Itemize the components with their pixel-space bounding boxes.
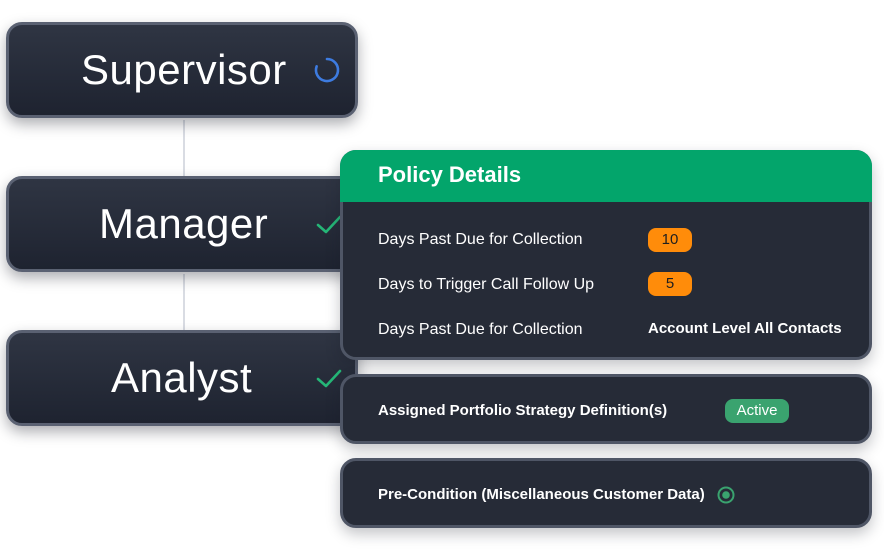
role-label-supervisor: Supervisor [81,46,287,93]
role-card-analyst[interactable]: Analyst [6,330,358,426]
policy-row-label: Days to Trigger Call Follow Up [378,276,595,293]
connector-line [183,120,185,178]
loading-spinner-icon [313,56,341,84]
portfolio-strategy-label: Assigned Portfolio Strategy Definition(s… [378,402,668,419]
radio-selected-icon[interactable] [717,486,735,504]
status-badge: Active [725,399,789,423]
connector-line [183,274,185,330]
days-past-due-badge: 10 [648,228,692,252]
checkmark-icon [315,210,343,238]
policy-row-label: Days Past Due for Collection [378,321,583,338]
role-card-manager[interactable]: Manager [6,176,358,272]
panel-title: Policy Details [378,162,522,187]
portfolio-strategy-panel[interactable]: Assigned Portfolio Strategy Definition(s… [340,374,872,444]
precondition-panel[interactable]: Pre-Condition (Miscellaneous Customer Da… [340,458,872,528]
role-label-analyst: Analyst [111,354,253,401]
role-label-manager: Manager [99,200,269,247]
role-card-supervisor[interactable]: Supervisor [6,22,358,118]
precondition-label: Pre-Condition (Miscellaneous Customer Da… [378,486,705,503]
policy-details-header: Policy Details [340,150,872,202]
policy-row-label: Days Past Due for Collection [378,231,583,248]
checkmark-icon [315,364,343,392]
policy-details-panel: Policy Details Days Past Due for Collect… [340,150,872,360]
call-follow-up-badge: 5 [648,272,692,296]
contact-level-value: Account Level All Contacts [648,320,842,337]
